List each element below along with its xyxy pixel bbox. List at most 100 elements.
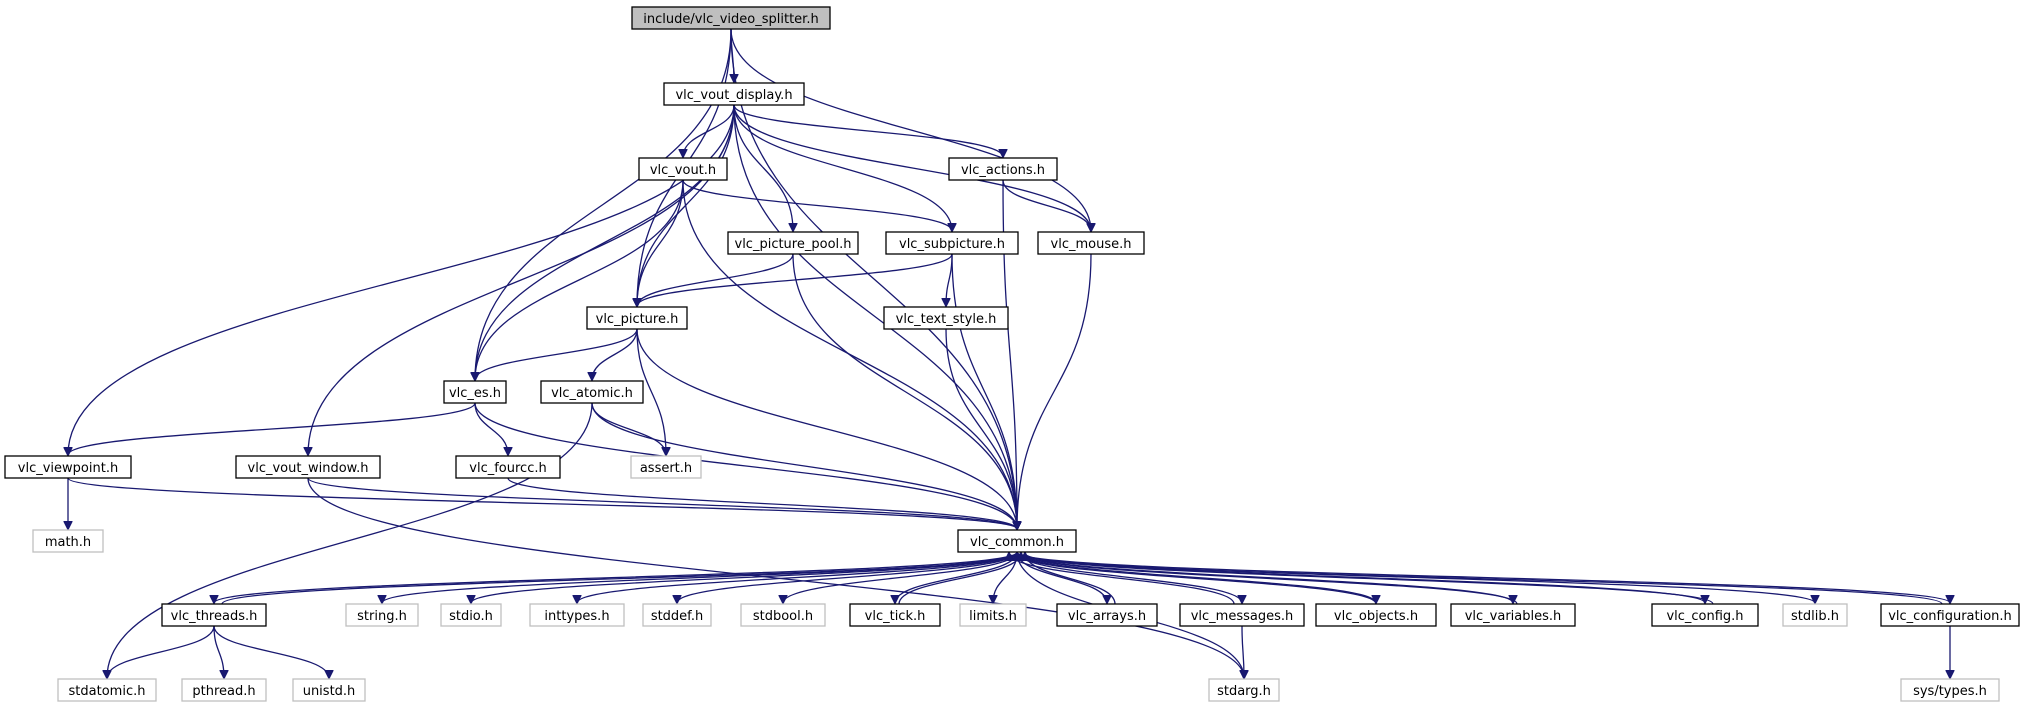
node-label-unistd: unistd.h	[303, 684, 356, 699]
node-box-systypes	[1900, 678, 2000, 702]
node-label-pthread: pthread.h	[192, 684, 255, 699]
node-box-stddef	[642, 603, 712, 627]
edge-config-to-common	[1025, 553, 1714, 605]
node-vout_display[interactable]: vlc_vout_display.h	[663, 82, 805, 106]
node-box-limits	[959, 603, 1027, 627]
node-label-vout: vlc_vout.h	[650, 163, 716, 178]
edge-subpicture-to-text_style	[946, 253, 953, 306]
node-label-string: string.h	[357, 609, 407, 624]
node-box-threads	[161, 603, 267, 627]
node-label-threads: vlc_threads.h	[171, 609, 258, 624]
edge-picture-to-assert	[636, 328, 666, 455]
node-label-variables: vlc_variables.h	[1465, 609, 1562, 624]
edge-root-to-mouse	[730, 28, 1091, 231]
node-text_style[interactable]: vlc_text_style.h	[883, 306, 1009, 330]
node-label-common: vlc_common.h	[970, 535, 1064, 550]
node-variables[interactable]: vlc_variables.h	[1450, 603, 1576, 627]
node-box-viewpoint	[4, 455, 132, 479]
node-vout_window[interactable]: vlc_vout_window.h	[235, 455, 381, 479]
node-box-messages	[1179, 603, 1305, 627]
node-label-atomic: vlc_atomic.h	[551, 386, 633, 401]
node-label-stddef: stddef.h	[651, 609, 703, 624]
node-label-configuration: vlc_configuration.h	[1888, 609, 2012, 624]
node-label-math: math.h	[45, 535, 91, 550]
node-config[interactable]: vlc_config.h	[1651, 603, 1759, 627]
node-mouse[interactable]: vlc_mouse.h	[1037, 231, 1145, 255]
node-configuration[interactable]: vlc_configuration.h	[1880, 603, 2020, 627]
edge-common-to-configuration	[1016, 551, 1950, 603]
edge-common-to-stddef	[677, 551, 1018, 603]
node-assert: assert.h	[630, 455, 702, 479]
node-box-string	[345, 603, 419, 627]
node-actions[interactable]: vlc_actions.h	[948, 157, 1058, 181]
node-label-mouse: vlc_mouse.h	[1051, 237, 1132, 252]
node-fourcc[interactable]: vlc_fourcc.h	[455, 455, 561, 479]
node-box-unistd	[292, 678, 366, 702]
edge-threads-to-pthread	[213, 625, 224, 678]
node-picture[interactable]: vlc_picture.h	[586, 306, 688, 330]
node-box-inttypes	[529, 603, 625, 627]
node-threads[interactable]: vlc_threads.h	[161, 603, 267, 627]
edge-subpicture-to-picture	[637, 253, 953, 306]
node-systypes: sys/types.h	[1900, 678, 2000, 702]
node-common[interactable]: vlc_common.h	[957, 529, 1077, 553]
node-label-stdatomic: stdatomic.h	[69, 684, 146, 699]
node-box-assert	[630, 455, 702, 479]
nodes-layer: include/vlc_video_splitter.h vlc_vout_dis…	[4, 6, 2020, 702]
node-es[interactable]: vlc_es.h	[443, 380, 507, 404]
node-label-assert: assert.h	[640, 461, 692, 476]
node-string: string.h	[345, 603, 419, 627]
edge-picture-to-common	[636, 328, 1017, 529]
node-vout[interactable]: vlc_vout.h	[638, 157, 728, 181]
edge-fourcc-to-common	[507, 477, 1017, 529]
node-root[interactable]: include/vlc_video_splitter.h	[631, 6, 831, 30]
node-picture_pool[interactable]: vlc_picture_pool.h	[727, 231, 859, 255]
node-box-stdio	[440, 603, 502, 627]
node-box-configuration	[1880, 603, 2020, 627]
node-box-mouse	[1037, 231, 1145, 255]
node-label-es: vlc_es.h	[449, 386, 501, 401]
node-atomic[interactable]: vlc_atomic.h	[540, 380, 644, 404]
edge-common-to-stdlib	[1016, 551, 1815, 603]
node-label-objects: vlc_objects.h	[1334, 609, 1418, 624]
node-label-limits: limits.h	[969, 609, 1017, 624]
edge-common-to-string	[382, 551, 1018, 603]
edge-vout_window-to-stdarg	[307, 477, 1244, 678]
edge-threads-to-unistd	[213, 625, 329, 678]
edge-vout_display-to-picture_pool	[733, 104, 793, 231]
node-arrays[interactable]: vlc_arrays.h	[1056, 603, 1158, 627]
node-limits: limits.h	[959, 603, 1027, 627]
edge-subpicture-to-common	[951, 253, 1017, 529]
node-subpicture[interactable]: vlc_subpicture.h	[885, 231, 1019, 255]
edge-threads-to-stdatomic	[107, 625, 215, 678]
node-box-text_style	[883, 306, 1009, 330]
edge-atomic-to-stdatomic	[107, 402, 593, 678]
node-box-stdatomic	[57, 678, 157, 702]
node-box-stdlib	[1782, 603, 1848, 627]
edge-vout_display-to-actions	[733, 104, 1003, 157]
node-box-root	[631, 6, 831, 30]
node-label-arrays: vlc_arrays.h	[1068, 609, 1146, 624]
node-viewpoint[interactable]: vlc_viewpoint.h	[4, 455, 132, 479]
node-label-vout_display: vlc_vout_display.h	[675, 88, 792, 103]
node-stddef: stddef.h	[642, 603, 712, 627]
node-stdbool: stdbool.h	[740, 603, 826, 627]
node-messages[interactable]: vlc_messages.h	[1179, 603, 1305, 627]
edge-variables-to-common	[1021, 553, 1518, 605]
node-box-actions	[948, 157, 1058, 181]
node-stdarg: stdarg.h	[1208, 678, 1280, 702]
node-label-viewpoint: vlc_viewpoint.h	[18, 461, 118, 476]
node-tick[interactable]: vlc_tick.h	[849, 603, 941, 627]
edge-text_style-to-common	[945, 328, 1017, 529]
edge-mouse-to-common	[1017, 253, 1092, 529]
node-box-vout_display	[663, 82, 805, 106]
edge-messages-to-stdarg	[1242, 625, 1244, 678]
node-label-stdarg: stdarg.h	[1217, 684, 1271, 699]
edge-picture_pool-to-picture	[637, 253, 794, 306]
node-objects[interactable]: vlc_objects.h	[1315, 603, 1437, 627]
node-unistd: unistd.h	[292, 678, 366, 702]
node-label-stdio: stdio.h	[449, 609, 493, 624]
node-box-variables	[1450, 603, 1576, 627]
node-label-subpicture: vlc_subpicture.h	[899, 237, 1005, 252]
edge-viewpoint-to-common	[67, 477, 1017, 529]
